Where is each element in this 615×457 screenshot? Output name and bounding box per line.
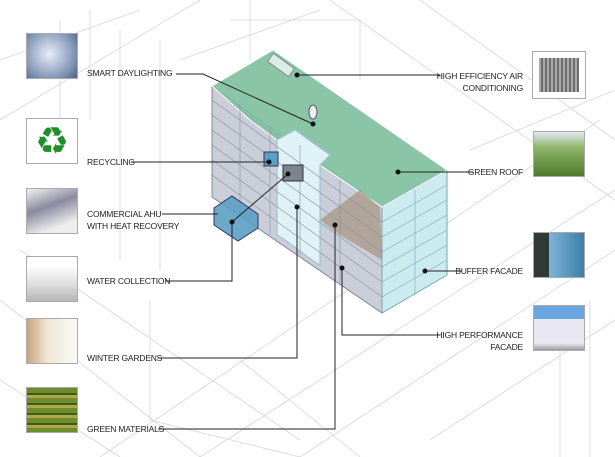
winter-garden-brown bbox=[320, 190, 382, 260]
buffer-facade-photo bbox=[533, 232, 585, 278]
recycling-icon: ♻ bbox=[26, 118, 78, 164]
green-roof-photo bbox=[533, 131, 585, 177]
label-line: COMMERCIAL AHU bbox=[87, 209, 162, 219]
ac-unit-photo bbox=[532, 51, 586, 99]
label-smart-daylighting: SMART DAYLIGHTING bbox=[87, 68, 173, 78]
label-commercial-ahu: COMMERCIAL AHU WITH HEAT RECOVERY bbox=[87, 208, 179, 232]
ahu-photo bbox=[26, 188, 78, 234]
label-line: FACADE bbox=[490, 342, 523, 352]
daylight-collector bbox=[308, 104, 318, 120]
leader-dots bbox=[229, 72, 428, 274]
daylighting-photo bbox=[26, 33, 78, 79]
leader-lines bbox=[131, 73, 473, 430]
label-water-collection: WATER COLLECTION bbox=[87, 276, 171, 286]
hp-facade-photo bbox=[533, 305, 585, 351]
water-tank-photo bbox=[26, 256, 78, 302]
label-buffer-facade: BUFFER FACADE bbox=[455, 266, 523, 276]
building bbox=[211, 49, 448, 314]
label-green-roof: GREEN ROOF bbox=[467, 167, 523, 177]
bamboo-photo bbox=[26, 387, 78, 433]
label-line: CONDITIONING bbox=[462, 83, 524, 93]
label-winter-gardens: WINTER GARDENS bbox=[87, 353, 163, 363]
ahu-box-grey bbox=[282, 164, 304, 182]
label-high-performance-facade: HIGH PERFORMANCE FACADE bbox=[436, 329, 523, 353]
label-line: HIGH PERFORMANCE bbox=[436, 330, 523, 340]
label-green-materials: GREEN MATERIALS bbox=[87, 424, 165, 434]
hvac-unit bbox=[266, 52, 296, 78]
label-line: WITH HEAT RECOVERY bbox=[87, 221, 180, 231]
label-hvac: HIGH EFFICIENCY AIR CONDITIONING bbox=[437, 70, 523, 94]
label-line: HIGH EFFICIENCY AIR bbox=[436, 71, 523, 81]
label-recycling: RECYCLING bbox=[87, 157, 135, 167]
winter-garden-photo bbox=[26, 318, 78, 364]
recycling-box bbox=[263, 151, 279, 167]
